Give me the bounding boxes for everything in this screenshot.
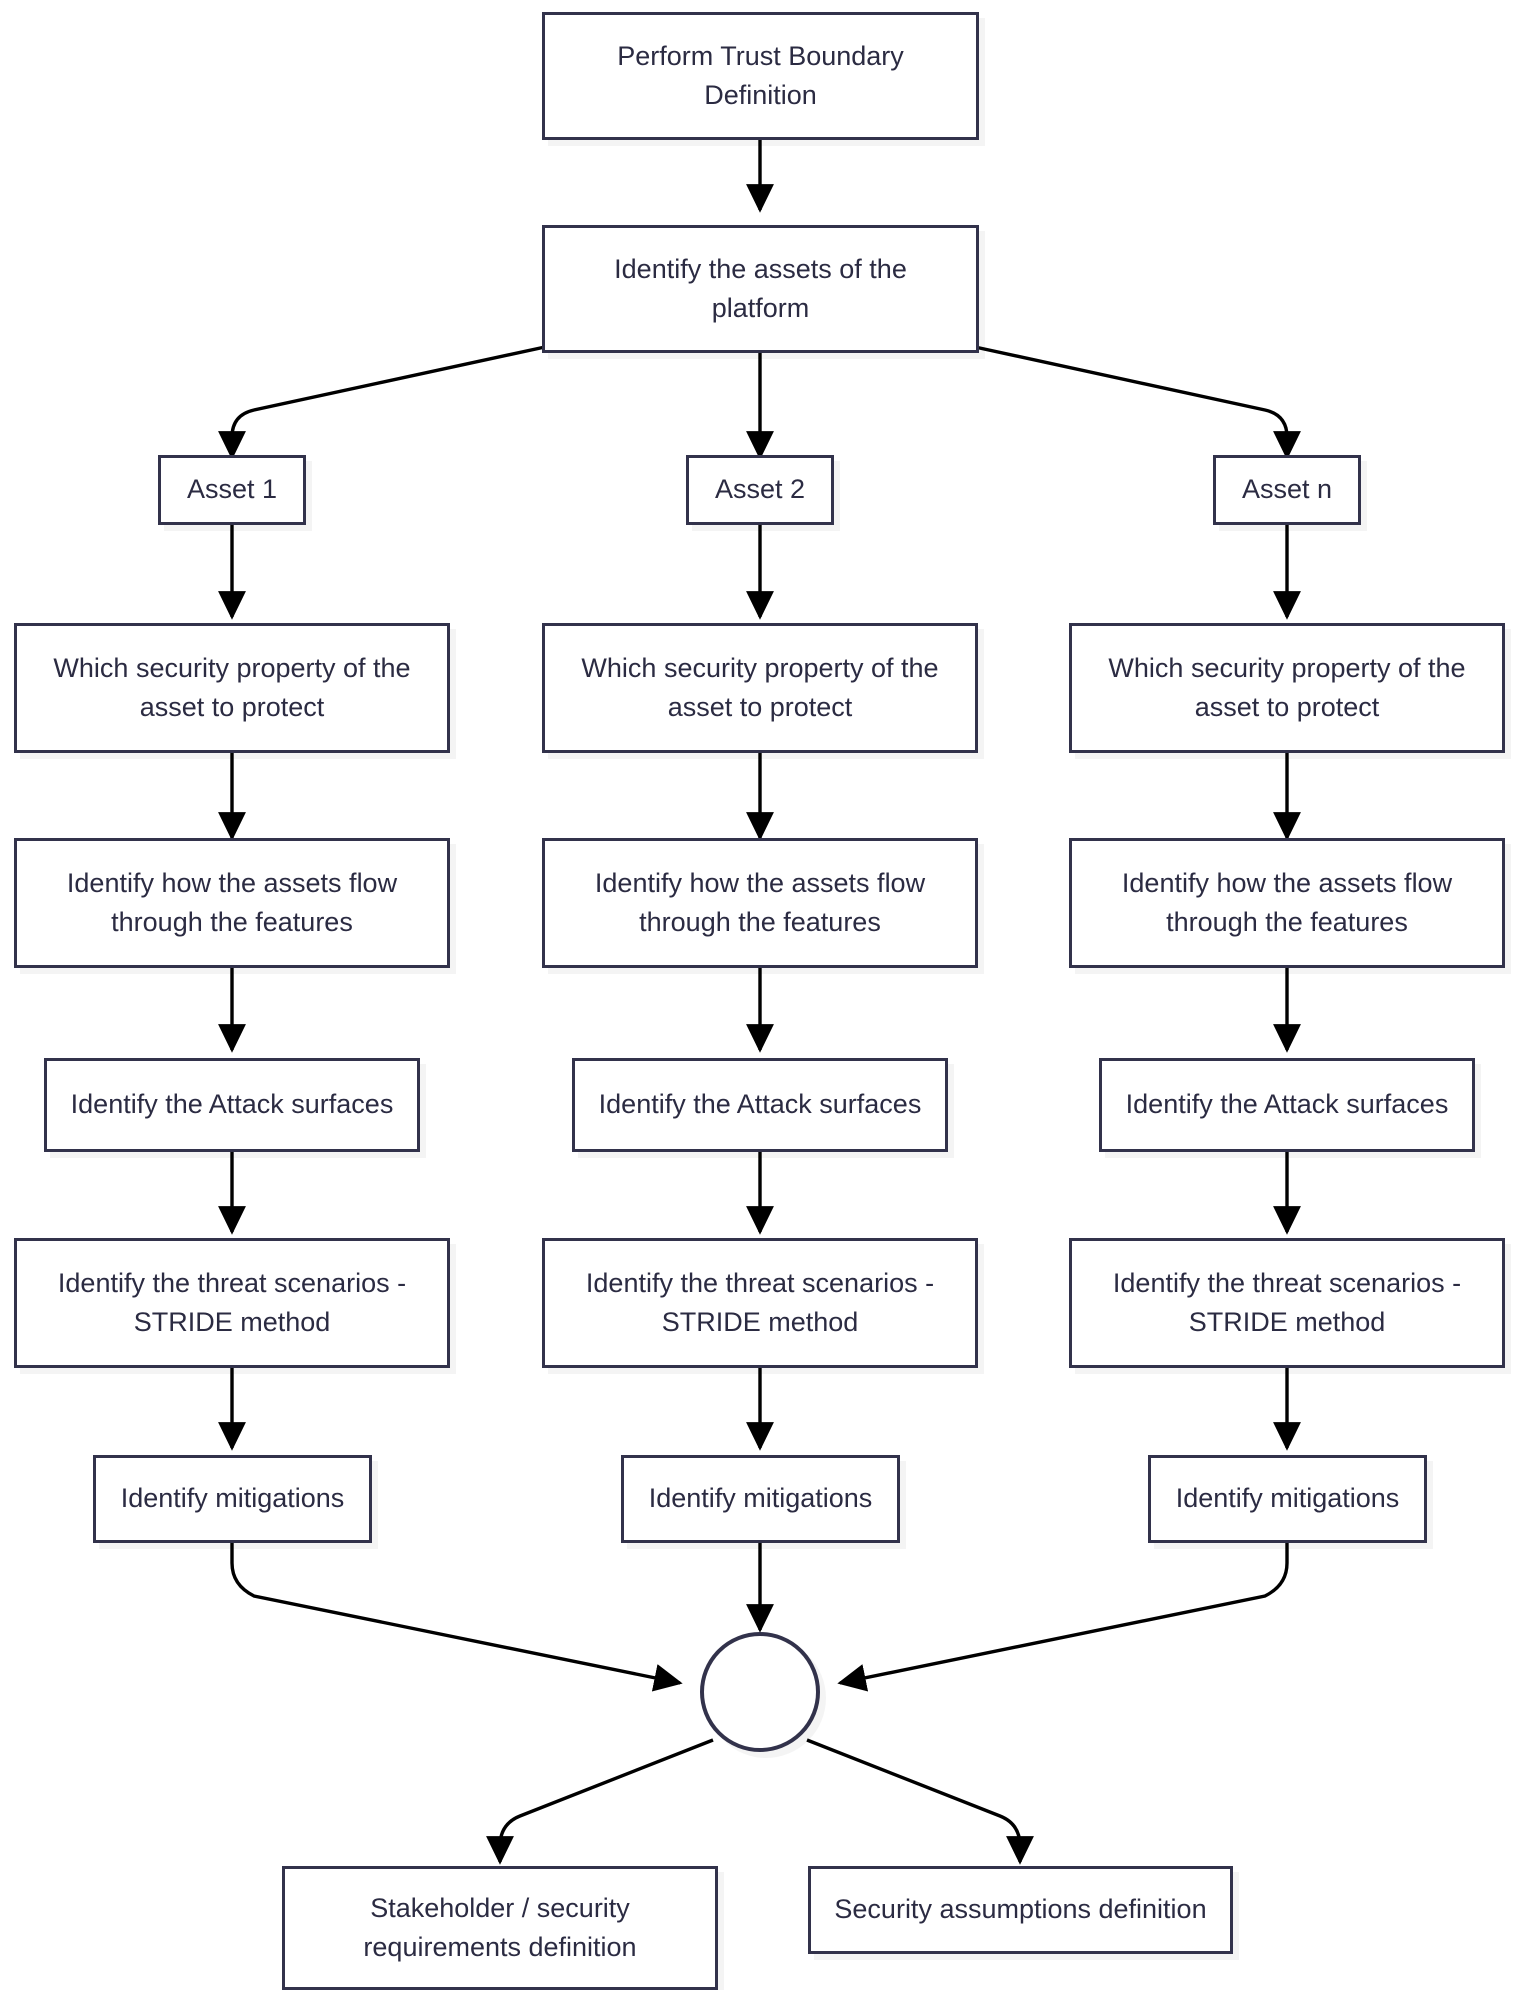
node-stakeholder-security-requirements[interactable]: Stakeholder / security requirements defi…	[282, 1866, 718, 1990]
node-security-property-1[interactable]: Which security property of the asset to …	[14, 623, 450, 753]
node-label: Perform Trust Boundary Definition	[617, 40, 904, 110]
edge-assets-to-assetn	[974, 345, 1301, 460]
node-label: Identify mitigations	[648, 1483, 873, 1514]
node-label: Stakeholder / security requirements defi…	[363, 1892, 637, 1962]
node-label: Identify the threat scenarios - STRIDE m…	[585, 1267, 935, 1337]
node-attack-surfaces-1[interactable]: Identify the Attack surfaces	[44, 1058, 420, 1152]
node-threat-scenarios-1[interactable]: Identify the threat scenarios - STRIDE m…	[14, 1238, 450, 1368]
node-attack-surfaces-2[interactable]: Identify the Attack surfaces	[572, 1058, 948, 1152]
node-label: Which security property of the asset to …	[53, 652, 411, 722]
edge-junction-to-stakeholder	[486, 1738, 714, 1865]
edge-mit1-to-junction	[230, 1543, 683, 1692]
node-assets-flow-2[interactable]: Identify how the assets flow through the…	[542, 838, 978, 968]
node-security-property-n[interactable]: Which security property of the asset to …	[1069, 623, 1505, 753]
node-label: Identify the threat scenarios - STRIDE m…	[1112, 1267, 1462, 1337]
node-label: Security assumptions definition	[834, 1894, 1207, 1925]
node-identify-mitigations-1[interactable]: Identify mitigations	[93, 1455, 372, 1543]
node-threat-scenarios-n[interactable]: Identify the threat scenarios - STRIDE m…	[1069, 1238, 1505, 1368]
node-threat-scenarios-2[interactable]: Identify the threat scenarios - STRIDE m…	[542, 1238, 978, 1368]
node-label: Identify how the assets flow through the…	[1121, 867, 1453, 937]
node-identify-mitigations-2[interactable]: Identify mitigations	[621, 1455, 900, 1543]
node-asset-2[interactable]: Asset 2	[686, 455, 834, 525]
node-security-assumptions-definition[interactable]: Security assumptions definition	[808, 1866, 1233, 1954]
node-label: Asset 1	[186, 474, 278, 505]
node-merge-junction[interactable]	[700, 1632, 820, 1752]
node-attack-surfaces-n[interactable]: Identify the Attack surfaces	[1099, 1058, 1475, 1152]
node-label: Identify how the assets flow through the…	[66, 867, 398, 937]
node-label: Asset 2	[714, 474, 806, 505]
node-label: Asset n	[1241, 474, 1333, 505]
edge-assets-to-asset1	[218, 345, 546, 460]
node-identify-assets-of-platform[interactable]: Identify the assets of the platform	[542, 225, 979, 353]
node-label: Which security property of the asset to …	[581, 652, 939, 722]
node-asset-1[interactable]: Asset 1	[158, 455, 306, 525]
node-label: Identify the Attack surfaces	[1125, 1089, 1449, 1120]
node-label: Identify how the assets flow through the…	[594, 867, 926, 937]
node-assets-flow-n[interactable]: Identify how the assets flow through the…	[1069, 838, 1505, 968]
node-assets-flow-1[interactable]: Identify how the assets flow through the…	[14, 838, 450, 968]
edge-mitn-to-junction	[837, 1543, 1289, 1692]
node-perform-trust-boundary-definition[interactable]: Perform Trust Boundary Definition	[542, 12, 979, 140]
edge-junction-to-assumptions	[806, 1738, 1034, 1865]
node-asset-n[interactable]: Asset n	[1213, 455, 1361, 525]
node-label: Identify mitigations	[1175, 1483, 1400, 1514]
node-label: Identify the threat scenarios - STRIDE m…	[57, 1267, 407, 1337]
node-identify-mitigations-n[interactable]: Identify mitigations	[1148, 1455, 1427, 1543]
node-label: Identify the Attack surfaces	[70, 1089, 394, 1120]
node-label: Identify mitigations	[120, 1483, 345, 1514]
node-label: Identify the assets of the platform	[614, 253, 907, 323]
node-label: Identify the Attack surfaces	[598, 1089, 922, 1120]
node-label: Which security property of the asset to …	[1108, 652, 1466, 722]
node-security-property-2[interactable]: Which security property of the asset to …	[542, 623, 978, 753]
